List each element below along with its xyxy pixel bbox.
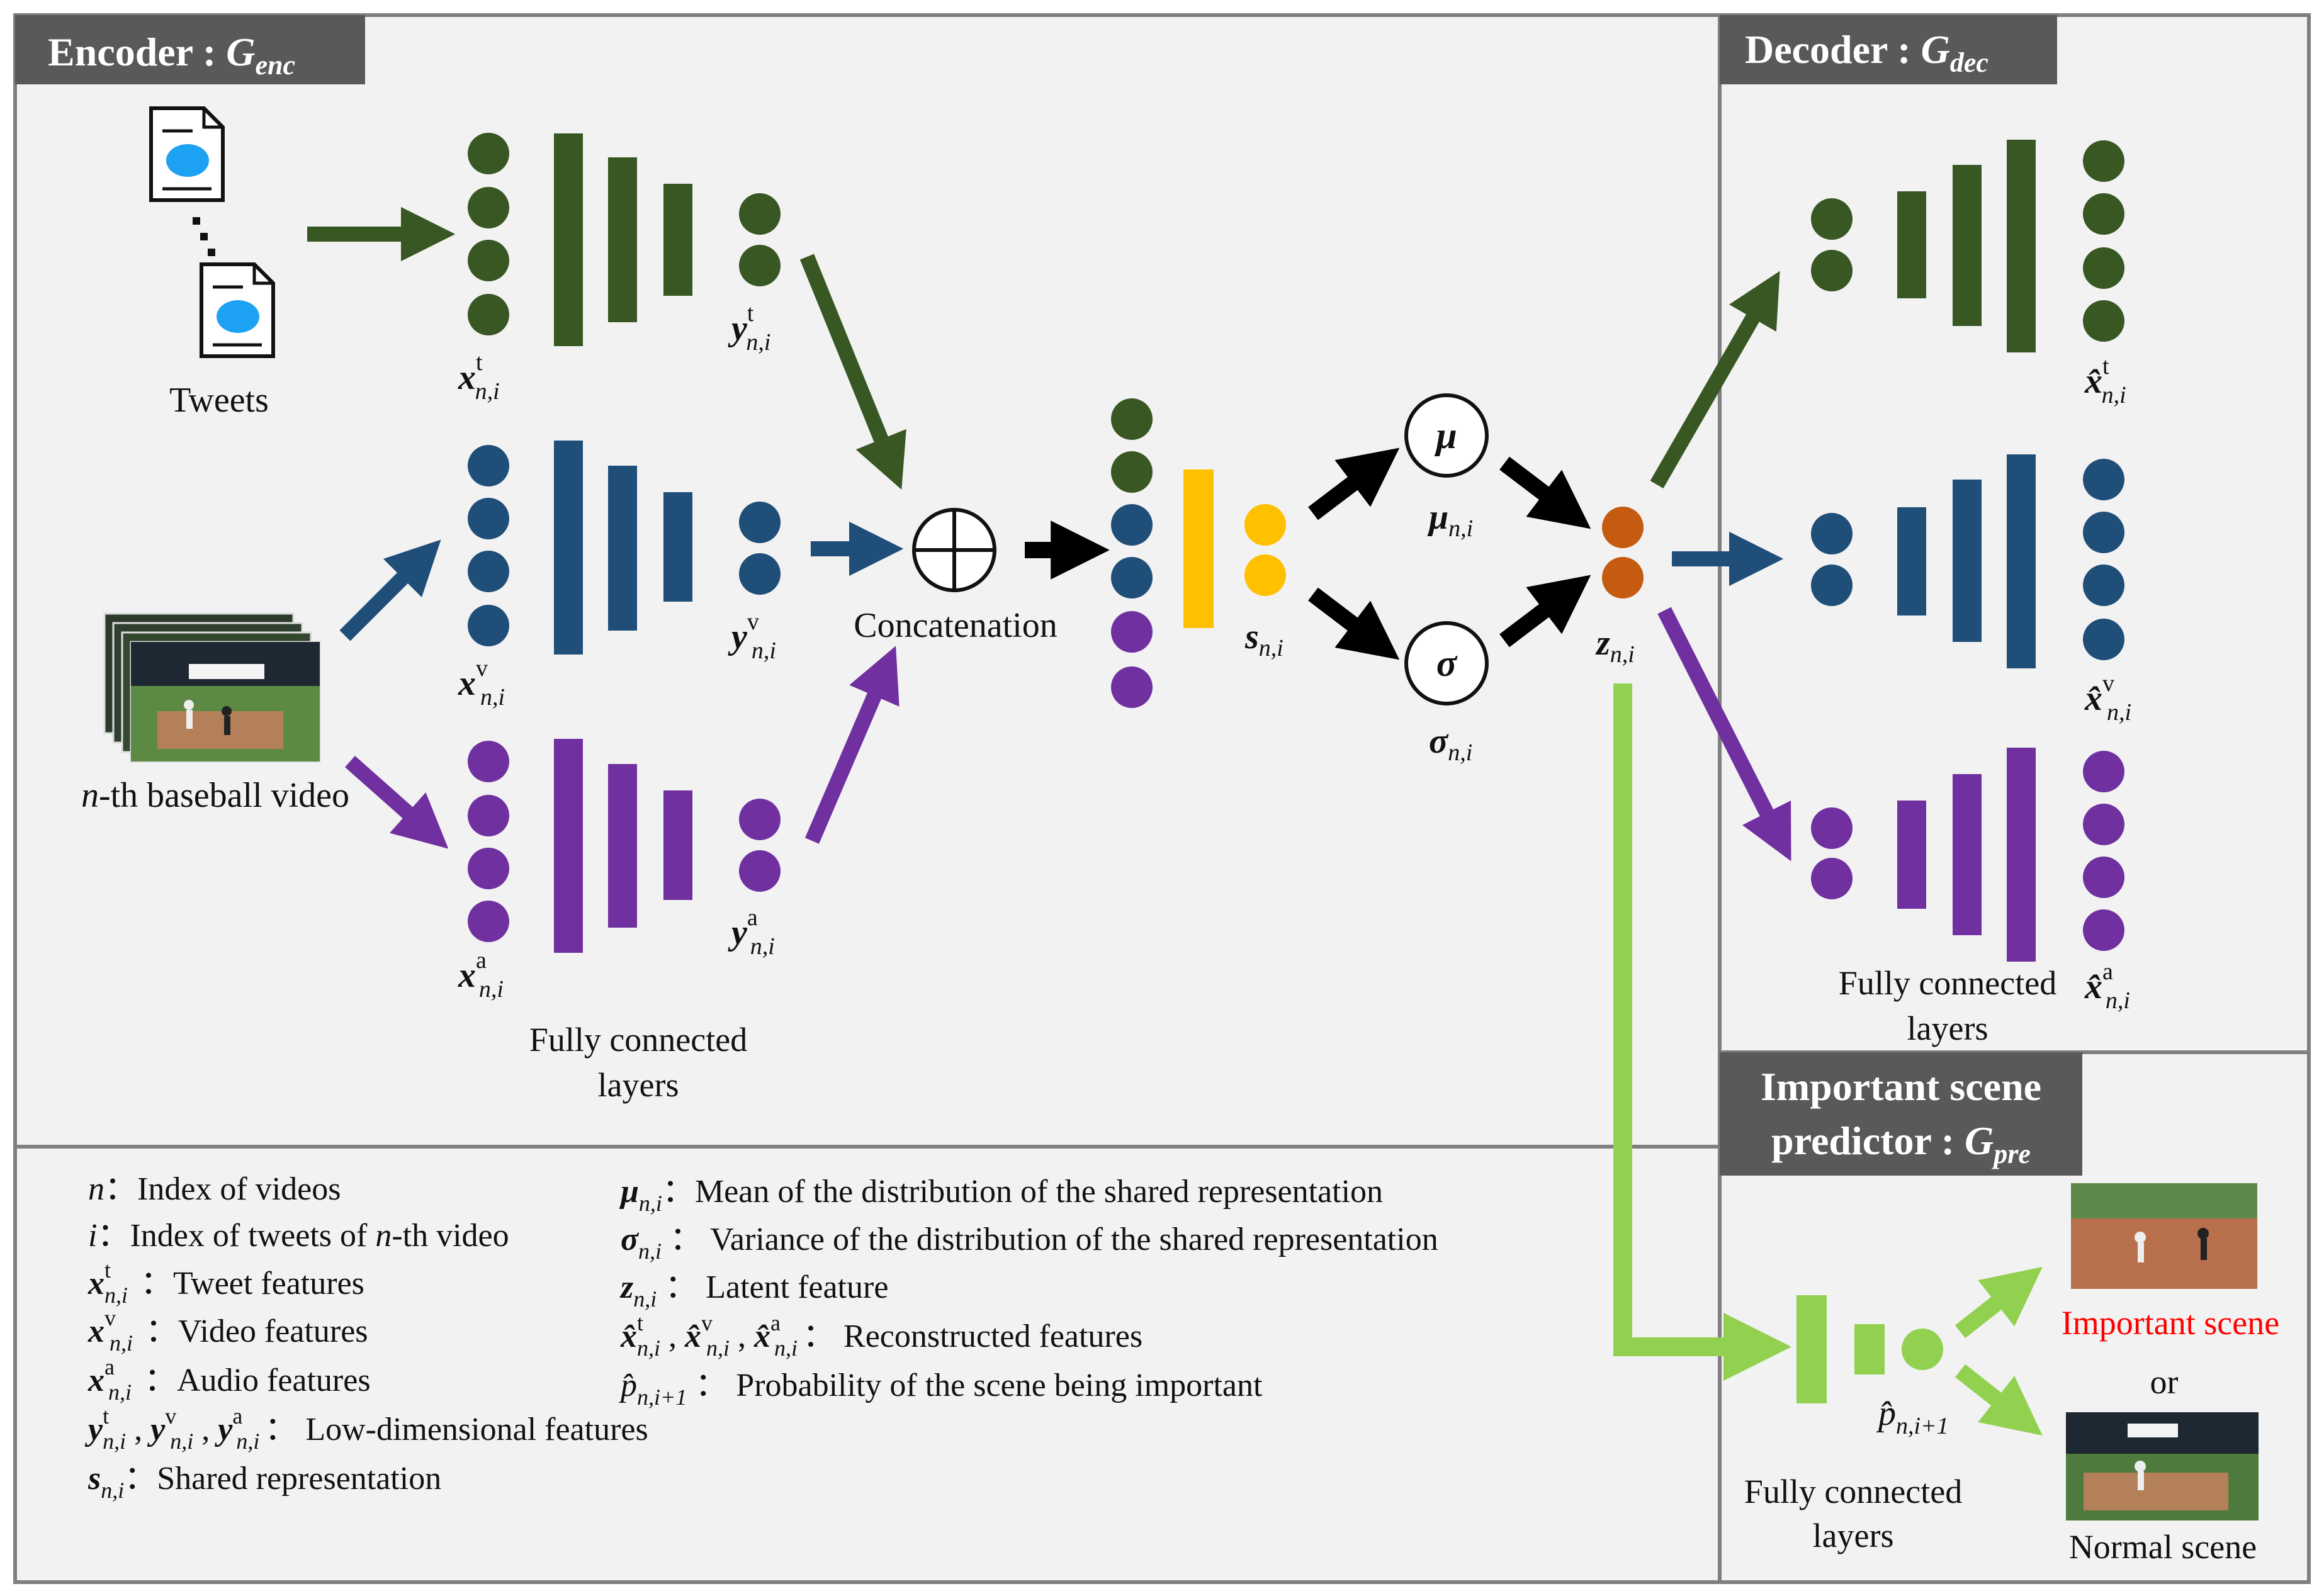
- legend: n：Index of videos i：Index of tweets of n…: [84, 1171, 1438, 1503]
- audio-to-concat-arrow: [804, 646, 900, 844]
- predictor-fc-label-1: Fully connected: [1744, 1473, 1962, 1510]
- predictor-output-neuron: [1902, 1329, 1943, 1370]
- video-decoder-layers: [1897, 454, 2036, 668]
- shared-to-sigma-arrow: [1308, 587, 1400, 660]
- video-encoder-layers: [554, 441, 692, 655]
- p-hat-label: p̂n,i+1: [1876, 1394, 1949, 1439]
- z-label: zn,i: [1595, 624, 1635, 668]
- or-label: or: [2150, 1363, 2179, 1401]
- predictor-layer-2: [1854, 1324, 1885, 1374]
- encoder-tag: Encoder : Genc: [15, 15, 365, 84]
- sigma-node-symbol: σ: [1436, 643, 1458, 684]
- legend-s: sn,i：Shared representation: [87, 1461, 441, 1503]
- z-to-audio-decoder-arrow: [1657, 607, 1791, 862]
- audio-input-neurons: [468, 741, 509, 942]
- tweet-low-dim-neurons: [739, 193, 781, 286]
- shared-layer: [1183, 469, 1214, 628]
- legend-n: n：Index of videos: [88, 1171, 341, 1207]
- ellipsis-dots: [193, 217, 215, 256]
- tweet-input-neurons: [468, 133, 509, 335]
- shared-representation-neurons: [1244, 504, 1286, 596]
- audio-input-arrow: [345, 756, 449, 849]
- tweet-document-icon: [149, 106, 225, 202]
- audio-low-dim-neurons: [739, 799, 781, 892]
- normal-scene-label: Normal scene: [2069, 1528, 2257, 1566]
- important-scene-thumbnail: [2071, 1183, 2257, 1289]
- decoder-fc-label-2: layers: [1907, 1009, 1988, 1047]
- audio-decoder-input-neurons: [1811, 807, 1853, 899]
- encoder-fc-label-1: Fully connected: [529, 1021, 747, 1059]
- legend-p: p̂n,i+1 ： Probability of the scene being…: [618, 1368, 1263, 1410]
- predictor-fc-label-2: layers: [1813, 1517, 1894, 1554]
- video-low-dim-neurons: [739, 502, 781, 595]
- tweet-decoder-layers: [1897, 140, 2036, 352]
- audio-encoder-layers: [554, 739, 692, 953]
- tweet-reconstructed-neurons: [2083, 140, 2124, 342]
- mu-node-symbol: μ: [1434, 415, 1457, 456]
- sigma-node: [1404, 621, 1489, 705]
- baseball-video-frames: [103, 612, 321, 763]
- predictor-tag: Important scene predictor : Gpre: [1720, 1052, 2082, 1176]
- z-to-tweet-decoder-arrow: [1650, 271, 1780, 488]
- tweet-to-concat-arrow: [799, 254, 906, 490]
- normal-scene-thumbnail: [2066, 1412, 2259, 1520]
- legend-mu: μn,i：Mean of the distribution of the sha…: [619, 1174, 1383, 1216]
- legend-i: i：Index of tweets of n-th video: [88, 1218, 509, 1254]
- s-label: sn,i: [1244, 617, 1283, 661]
- to-normal-arrow: [1955, 1364, 2043, 1436]
- mu-to-z-arrow: [1499, 456, 1591, 529]
- video-reconstructed-neurons: [2083, 459, 2124, 660]
- video-decoder-input-neurons: [1811, 513, 1853, 606]
- video-label: n-th baseball video: [81, 776, 349, 815]
- video-input-arrow: [339, 539, 441, 641]
- svg-text:Decoder : Gdec: Decoder : Gdec: [1745, 27, 1988, 78]
- important-scene-label: Important scene: [2062, 1304, 2279, 1342]
- z-to-predictor-arrow: [1613, 683, 1791, 1381]
- svg-text:Important scene: Important scene: [1761, 1064, 2041, 1109]
- mu-label: μn,i: [1427, 498, 1473, 542]
- tweet-decoder-input-neurons: [1811, 198, 1853, 291]
- decoder-fc-label-1: Fully connected: [1839, 964, 2056, 1002]
- to-important-arrow: [1955, 1267, 2043, 1339]
- concatenation-label: Concatenation: [854, 606, 1057, 645]
- tweet-document-icon-2: [200, 262, 275, 358]
- predictor-layer-1: [1797, 1295, 1827, 1403]
- svg-text:predictor : Gpre: predictor : Gpre: [1771, 1118, 2031, 1169]
- decoder-tag: Decoder : Gdec: [1720, 15, 2057, 84]
- latent-neurons: [1602, 507, 1644, 598]
- shared-to-mu-arrow: [1308, 447, 1400, 520]
- legend-sigma: σn,i ： Variance of the distribution of t…: [621, 1222, 1438, 1264]
- audio-decoder-layers: [1897, 748, 2036, 962]
- concatenation-symbol: [912, 508, 996, 592]
- concatenated-neurons: [1111, 398, 1153, 708]
- sigma-to-z-arrow: [1499, 575, 1591, 648]
- encoder-fc-label-2: layers: [598, 1066, 679, 1104]
- sigma-label: σn,i: [1429, 722, 1472, 766]
- tweets-label: Tweets: [169, 381, 269, 420]
- mu-node: [1404, 393, 1489, 478]
- video-input-neurons: [468, 445, 509, 646]
- svg-text:Encoder : Genc: Encoder : Genc: [48, 30, 295, 81]
- tweet-encoder-layers: [554, 133, 692, 346]
- audio-reconstructed-neurons: [2083, 751, 2124, 951]
- legend-z: zn,i ： Latent feature: [619, 1269, 888, 1312]
